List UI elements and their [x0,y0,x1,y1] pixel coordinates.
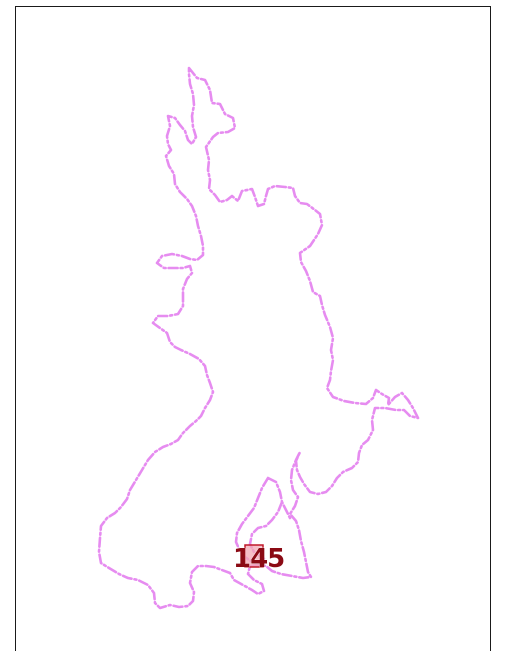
map-marker-145[interactable]: 145 [233,544,286,575]
marker-label: 145 [233,544,284,574]
marker-highlight-box [244,544,264,568]
map-frame [15,6,491,651]
